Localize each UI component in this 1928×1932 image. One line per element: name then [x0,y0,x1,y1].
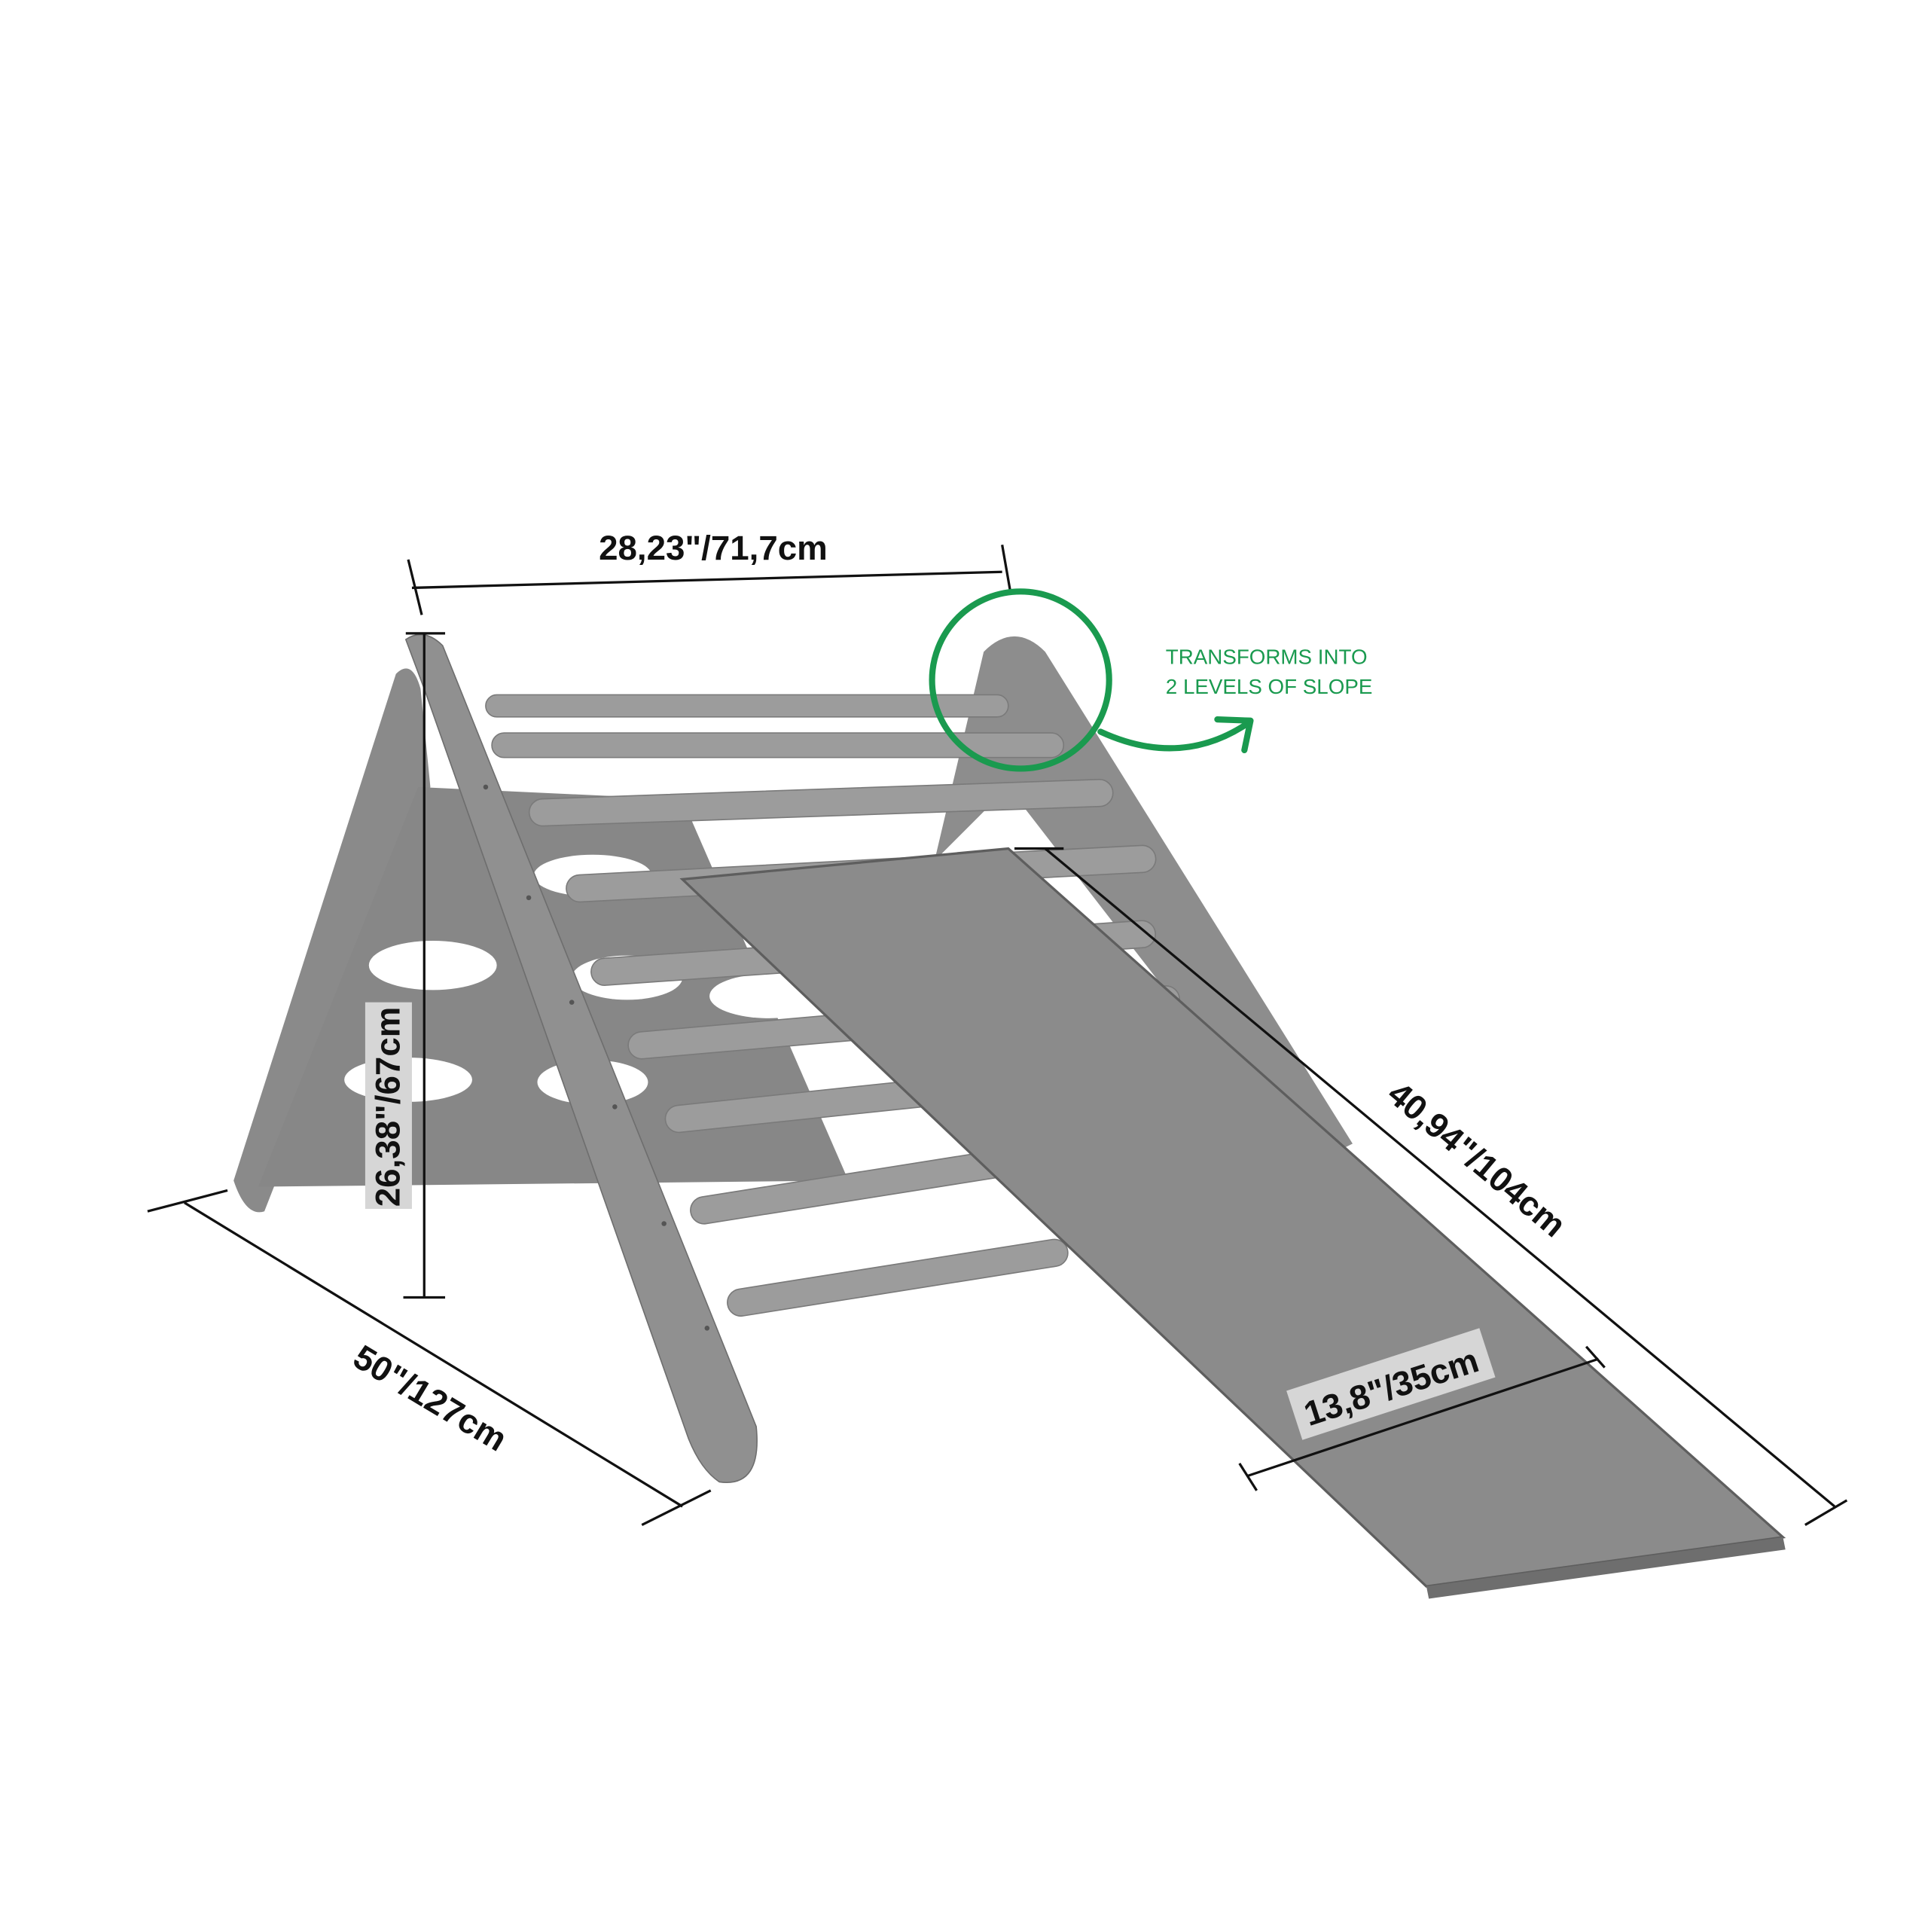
back-left-leg [233,668,431,1213]
dimension-ramp-width [1238,1345,1606,1491]
front-left-leg [404,633,758,1483]
curved-arrow-icon [1097,716,1254,754]
callout-line2: 2 LEVELS OF SLOPE [1166,675,1373,698]
circle-highlight [929,588,1112,772]
label-height: 26,38"/67cm [369,1007,407,1207]
label-top-width: 28,23"/71,7cm [599,529,828,567]
callout-line1: TRANSFORMS INTO [1166,646,1368,669]
dimension-ramp-length [1014,847,1848,1526]
label-box-height [365,1002,412,1209]
dimension-top-width [407,545,1012,615]
label-base-depth: 50"/127cm [347,1338,514,1459]
dimension-base-depth [147,1189,712,1527]
dimension-height [403,632,446,1299]
ramp [679,847,1786,1599]
